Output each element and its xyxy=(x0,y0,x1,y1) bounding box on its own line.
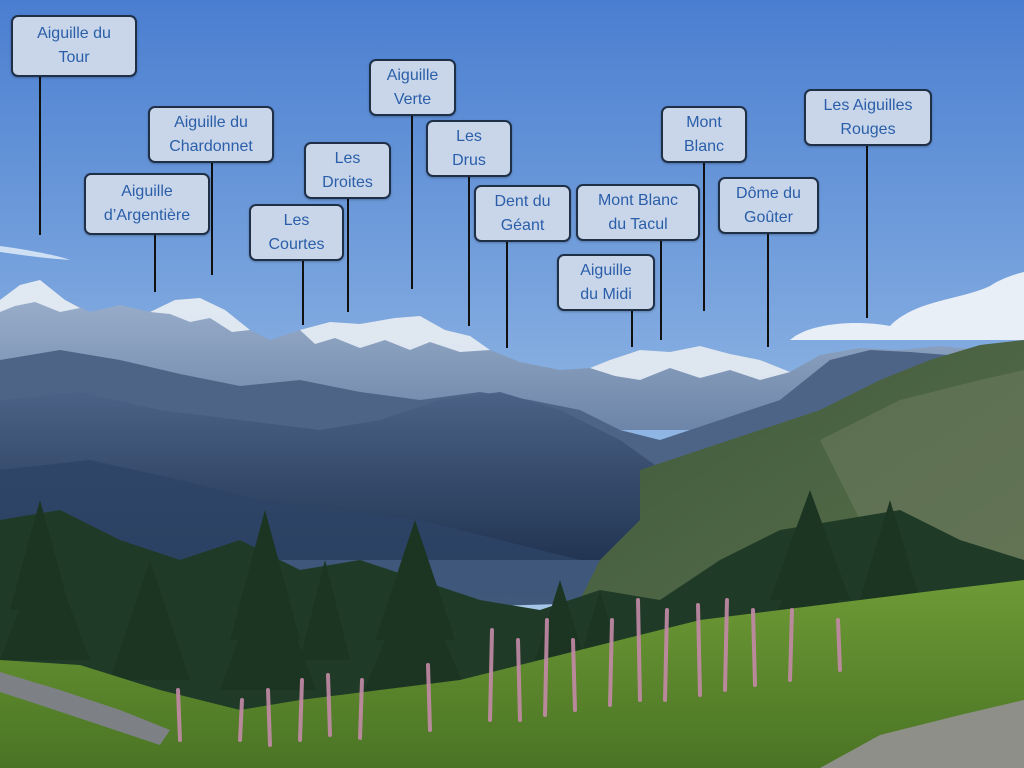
label-line: Drus xyxy=(452,151,486,169)
label-line: Les xyxy=(456,127,482,145)
leader-line-dent-du-geant xyxy=(506,241,508,348)
leader-line-aiguille-verte xyxy=(411,115,413,289)
cloud-right xyxy=(790,272,1024,340)
label-line: Mont xyxy=(686,113,722,131)
cloud-left xyxy=(0,246,70,260)
leader-line-mont-blanc xyxy=(703,162,705,311)
label-line: du Midi xyxy=(580,285,632,303)
leader-line-aiguille-du-midi xyxy=(631,309,633,347)
grass-meadow xyxy=(0,580,1024,768)
label-line: Chardonnet xyxy=(169,137,253,155)
label-les-courtes: Les Courtes xyxy=(249,204,344,261)
label-aiguille-verte: Aiguille Verte xyxy=(369,59,456,116)
label-les-aiguilles-rouges: Les Aiguilles Rouges xyxy=(804,89,932,146)
label-line: Aiguille du xyxy=(37,25,111,42)
conifer-trees xyxy=(0,490,920,700)
gravel-path-right xyxy=(820,700,1024,768)
label-line: Les xyxy=(283,211,310,229)
label-line: Rouges xyxy=(840,120,896,138)
label-line: Mont Blanc xyxy=(597,191,679,209)
leader-line-aiguille-du-tour xyxy=(39,76,41,235)
label-aiguille-du-chardonnet: Aiguille du Chardonnet xyxy=(148,106,274,163)
label-line: Les xyxy=(334,149,361,167)
label-line: Aiguille xyxy=(580,261,632,279)
label-line: Droites xyxy=(322,173,373,191)
label-line: Goûter xyxy=(744,208,793,226)
leader-line-mont-blanc-du-tacul xyxy=(660,240,662,340)
label-line: Aiguille xyxy=(386,66,439,84)
leader-line-aiguille-dargentiere xyxy=(154,234,156,292)
fireweed-flowers xyxy=(176,598,842,747)
label-line: Courtes xyxy=(268,235,325,253)
leader-line-aiguille-du-chardonnet xyxy=(211,162,213,275)
leader-line-les-droites xyxy=(347,198,349,312)
label-mont-blanc: Mont Blanc xyxy=(661,106,747,163)
leader-line-les-drus xyxy=(468,176,470,326)
road-left xyxy=(0,672,170,745)
label-aiguille-dargentiere: Aiguille d’Argentière xyxy=(84,173,210,235)
label-aiguille-du-tour: Aiguille du Tour xyxy=(11,15,137,77)
label-dent-du-geant: Dent du Géant xyxy=(474,185,571,242)
label-les-droites: Les Droites xyxy=(304,142,391,199)
label-line: Géant xyxy=(500,216,545,234)
snowfields xyxy=(0,280,790,380)
leader-line-les-courtes xyxy=(302,260,304,325)
label-line: Aiguille du xyxy=(174,113,248,131)
label-line: Tour xyxy=(58,49,90,66)
label-les-drus: Les Drus xyxy=(426,120,512,177)
label-line: Verte xyxy=(393,90,432,108)
label-aiguille-du-midi: Aiguille du Midi xyxy=(557,254,655,311)
label-line: d’Argentière xyxy=(103,207,191,224)
label-line: Dôme du xyxy=(736,184,801,202)
label-line: Blanc xyxy=(683,137,725,155)
label-line: Dent du xyxy=(494,192,551,210)
label-mont-blanc-du-tacul: Mont Blanc du Tacul xyxy=(576,184,700,241)
label-dome-du-gouter: Dôme du Goûter xyxy=(718,177,819,234)
label-line: Aiguille xyxy=(121,183,173,200)
leader-line-les-aiguilles-rouges xyxy=(866,144,868,318)
label-line: du Tacul xyxy=(608,215,668,233)
leader-line-dome-du-gouter xyxy=(767,232,769,347)
label-line: Les Aiguilles xyxy=(823,96,913,114)
